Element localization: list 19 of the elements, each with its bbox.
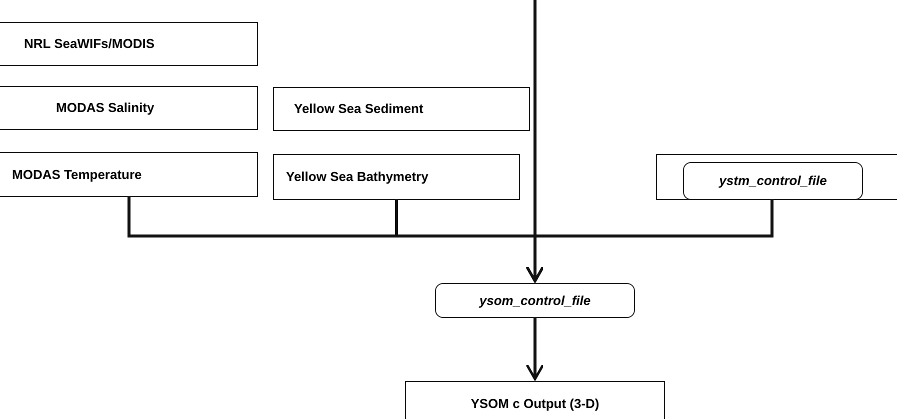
node-label: MODAS Salinity — [55, 99, 154, 118]
container-box — [656, 154, 897, 200]
data-box — [0, 152, 258, 197]
node-label: Yellow Sea Sediment — [293, 100, 424, 118]
file-box — [435, 283, 635, 318]
data-box — [0, 86, 258, 130]
node-label: ystm_control_file — [719, 172, 827, 190]
node-label: Yellow Sea Bathymetry — [285, 168, 428, 186]
node-label: MODAS Temperature — [11, 166, 142, 184]
data-box — [273, 154, 520, 200]
node-label: ysom_control_file — [479, 292, 591, 310]
data-box — [0, 22, 258, 66]
file-box — [683, 162, 863, 200]
output-box — [405, 381, 665, 419]
connector-arrow — [526, 199, 774, 282]
connector-arrow — [526, 318, 544, 380]
data-box — [273, 87, 530, 131]
node-label: YSOM c Output (3-D) — [470, 394, 600, 413]
node-label: NRL SeaWIFs/MODIS — [23, 35, 155, 54]
